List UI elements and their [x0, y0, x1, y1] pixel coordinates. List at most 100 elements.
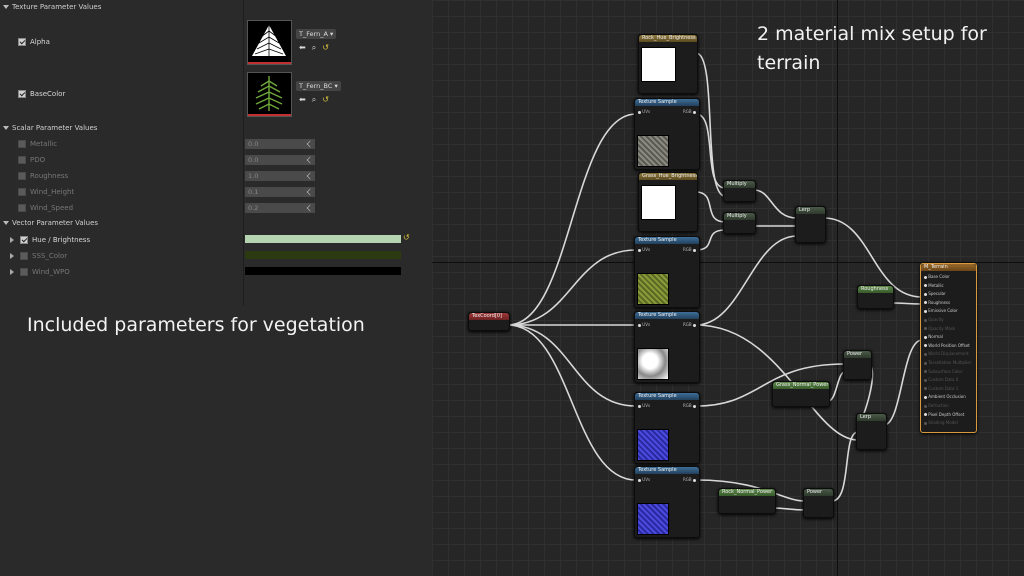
reset-to-default-icon[interactable]: ↺: [322, 95, 329, 104]
power-node-1[interactable]: Power: [843, 350, 872, 380]
basecolor-checkbox[interactable]: [18, 90, 26, 98]
pin-rgb[interactable]: RGB: [683, 403, 696, 408]
collapse-arrow-icon[interactable]: [3, 5, 9, 9]
sss-color-checkbox[interactable]: [20, 252, 28, 260]
material-pin[interactable]: Shading Model: [924, 420, 958, 425]
multiply-node-1[interactable]: Multiply: [723, 180, 756, 202]
rock-normal-power-node[interactable]: Rock_Normal_Power: [718, 488, 776, 514]
material-pin[interactable]: World Position Offset: [924, 343, 970, 348]
metallic-value-field[interactable]: 0.0: [245, 139, 315, 149]
reset-to-default-icon[interactable]: ↺: [322, 43, 329, 52]
browse-search-icon[interactable]: ⌕: [311, 43, 317, 52]
material-pin[interactable]: World Displacement: [924, 351, 969, 356]
multiply-node-2[interactable]: Multiply: [723, 212, 756, 234]
material-pin[interactable]: Refraction: [924, 403, 949, 408]
grass-hue-brightness-node[interactable]: Grass_Hue_Brightness: [638, 172, 698, 232]
wind-height-value-field[interactable]: 0.1: [245, 187, 315, 197]
roughness-scalar-node[interactable]: Roughness: [857, 285, 894, 309]
pin-uvs[interactable]: UVs: [638, 247, 650, 252]
texture-sample-grass-normal-node[interactable]: Texture Sample UVs RGB: [634, 392, 700, 464]
wind-speed-value-field[interactable]: 0.2: [245, 203, 315, 213]
use-selected-arrow-icon[interactable]: ⬅: [299, 43, 306, 52]
browse-search-icon[interactable]: ⌕: [311, 95, 317, 104]
pin-rgb[interactable]: RGB: [683, 247, 696, 252]
collapse-arrow-icon[interactable]: [3, 126, 9, 130]
material-pin[interactable]: Metallic: [924, 283, 944, 288]
material-pin[interactable]: Pixel Depth Offset: [924, 412, 964, 417]
expand-arrow-icon[interactable]: [10, 269, 14, 275]
pin-dot-icon: [924, 327, 927, 331]
pin-label: World Displacement: [928, 351, 969, 357]
material-graph-canvas[interactable]: 2 material mix setup for terrain TexCoor…: [432, 0, 1024, 576]
pin-uvs[interactable]: UVs: [638, 109, 650, 114]
alpha-checkbox[interactable]: [18, 38, 26, 46]
pin-uvs[interactable]: UVs: [638, 403, 650, 408]
pin-rgb[interactable]: RGB: [683, 322, 696, 327]
power-node-2[interactable]: Power: [803, 488, 834, 518]
lerp-node-2[interactable]: Lerp: [856, 413, 887, 450]
pin-uvs[interactable]: UVs: [638, 322, 650, 327]
texcoord-node[interactable]: TexCoord[0]: [468, 312, 510, 331]
pin-rgb[interactable]: RGB: [683, 477, 696, 482]
metallic-checkbox[interactable]: [18, 140, 26, 148]
pin-label: RGB: [683, 109, 692, 114]
wind-speed-checkbox[interactable]: [18, 204, 26, 212]
scalar-section-header[interactable]: Scalar Parameter Values: [3, 124, 97, 132]
basecolor-texture-thumbnail[interactable]: [247, 72, 292, 117]
texture-sample-grass-color-node[interactable]: Texture Sample UVs RGB: [634, 236, 700, 308]
vector-section-header[interactable]: Vector Parameter Values: [3, 219, 98, 227]
collapse-arrow-icon[interactable]: [3, 221, 9, 225]
pdo-checkbox[interactable]: [18, 156, 26, 164]
material-pin[interactable]: Normal: [924, 334, 943, 339]
pin-label: Custom Data 1: [928, 385, 959, 391]
material-output-node[interactable]: M_Terrain Base Color Metallic Specular R…: [920, 263, 977, 433]
pin-label: World Position Offset: [928, 342, 970, 348]
pdo-label: PDO: [30, 156, 46, 164]
material-pin[interactable]: Emissive Color: [924, 308, 958, 313]
wind-wpo-checkbox[interactable]: [20, 268, 28, 276]
material-pin[interactable]: Opacity Mask: [924, 326, 955, 331]
wind-wpo-color-swatch[interactable]: [245, 267, 401, 275]
material-pin[interactable]: Ambient Occlusion: [924, 394, 966, 399]
rock-hue-brightness-node[interactable]: Rock_Hue_Brightness: [638, 34, 698, 94]
wind-height-checkbox[interactable]: [18, 188, 26, 196]
param-row-pdo: PDO: [18, 156, 45, 164]
material-pin[interactable]: Custom Data 0: [924, 377, 958, 382]
lerp-node-1[interactable]: Lerp: [795, 206, 826, 243]
alpha-texture-select[interactable]: T_Fern_A ▾: [296, 29, 337, 39]
texture-sample-mask-node[interactable]: Texture Sample UVs RGB: [634, 311, 700, 383]
pin-label: UVs: [642, 477, 651, 482]
texture-sample-rock-color-node[interactable]: Texture Sample UVs RGB: [634, 98, 700, 170]
basecolor-texture-select[interactable]: T_Fern_BC ▾: [296, 81, 341, 91]
expand-arrow-icon[interactable]: [10, 237, 14, 243]
pin-uvs[interactable]: UVs: [638, 477, 650, 482]
reset-to-default-icon[interactable]: ↺: [403, 233, 410, 242]
pin-label: Metallic: [928, 282, 944, 288]
node-title: Power: [844, 351, 871, 358]
node-title: Texture Sample: [635, 99, 699, 106]
hue-brightness-checkbox[interactable]: [20, 236, 28, 244]
material-pin[interactable]: Opacity: [924, 317, 944, 322]
roughness-value-field[interactable]: 1.0: [245, 171, 315, 181]
material-pin[interactable]: Tessellation Multiplier: [924, 360, 971, 365]
material-pin[interactable]: Specular: [924, 291, 946, 296]
material-pin[interactable]: Base Color: [924, 274, 950, 279]
pin-rgb[interactable]: RGB: [683, 109, 696, 114]
texture-sample-rock-normal-node[interactable]: Texture Sample UVs RGB: [634, 466, 700, 538]
roughness-checkbox[interactable]: [18, 172, 26, 180]
sss-color-swatch[interactable]: [245, 251, 401, 259]
material-pin[interactable]: Custom Data 1: [924, 386, 958, 391]
material-pin[interactable]: Roughness: [924, 300, 950, 305]
param-row-wind-speed: Wind_Speed: [18, 204, 73, 212]
use-selected-arrow-icon[interactable]: ⬅: [299, 95, 306, 104]
grass-normal-power-node[interactable]: Grass_Normal_Power: [772, 381, 830, 407]
pin-dot-icon: [924, 344, 927, 348]
expand-arrow-icon[interactable]: [10, 253, 14, 259]
material-pin[interactable]: Subsurface Color: [924, 369, 962, 374]
hue-brightness-color-swatch[interactable]: [245, 235, 401, 243]
texture-section-header[interactable]: Texture Parameter Values: [3, 3, 101, 11]
pdo-value-field[interactable]: 0.0: [245, 155, 315, 165]
wind-height-value: 0.1: [248, 188, 259, 196]
pin-label: Custom Data 0: [928, 377, 959, 383]
alpha-texture-thumbnail[interactable]: [247, 20, 292, 65]
